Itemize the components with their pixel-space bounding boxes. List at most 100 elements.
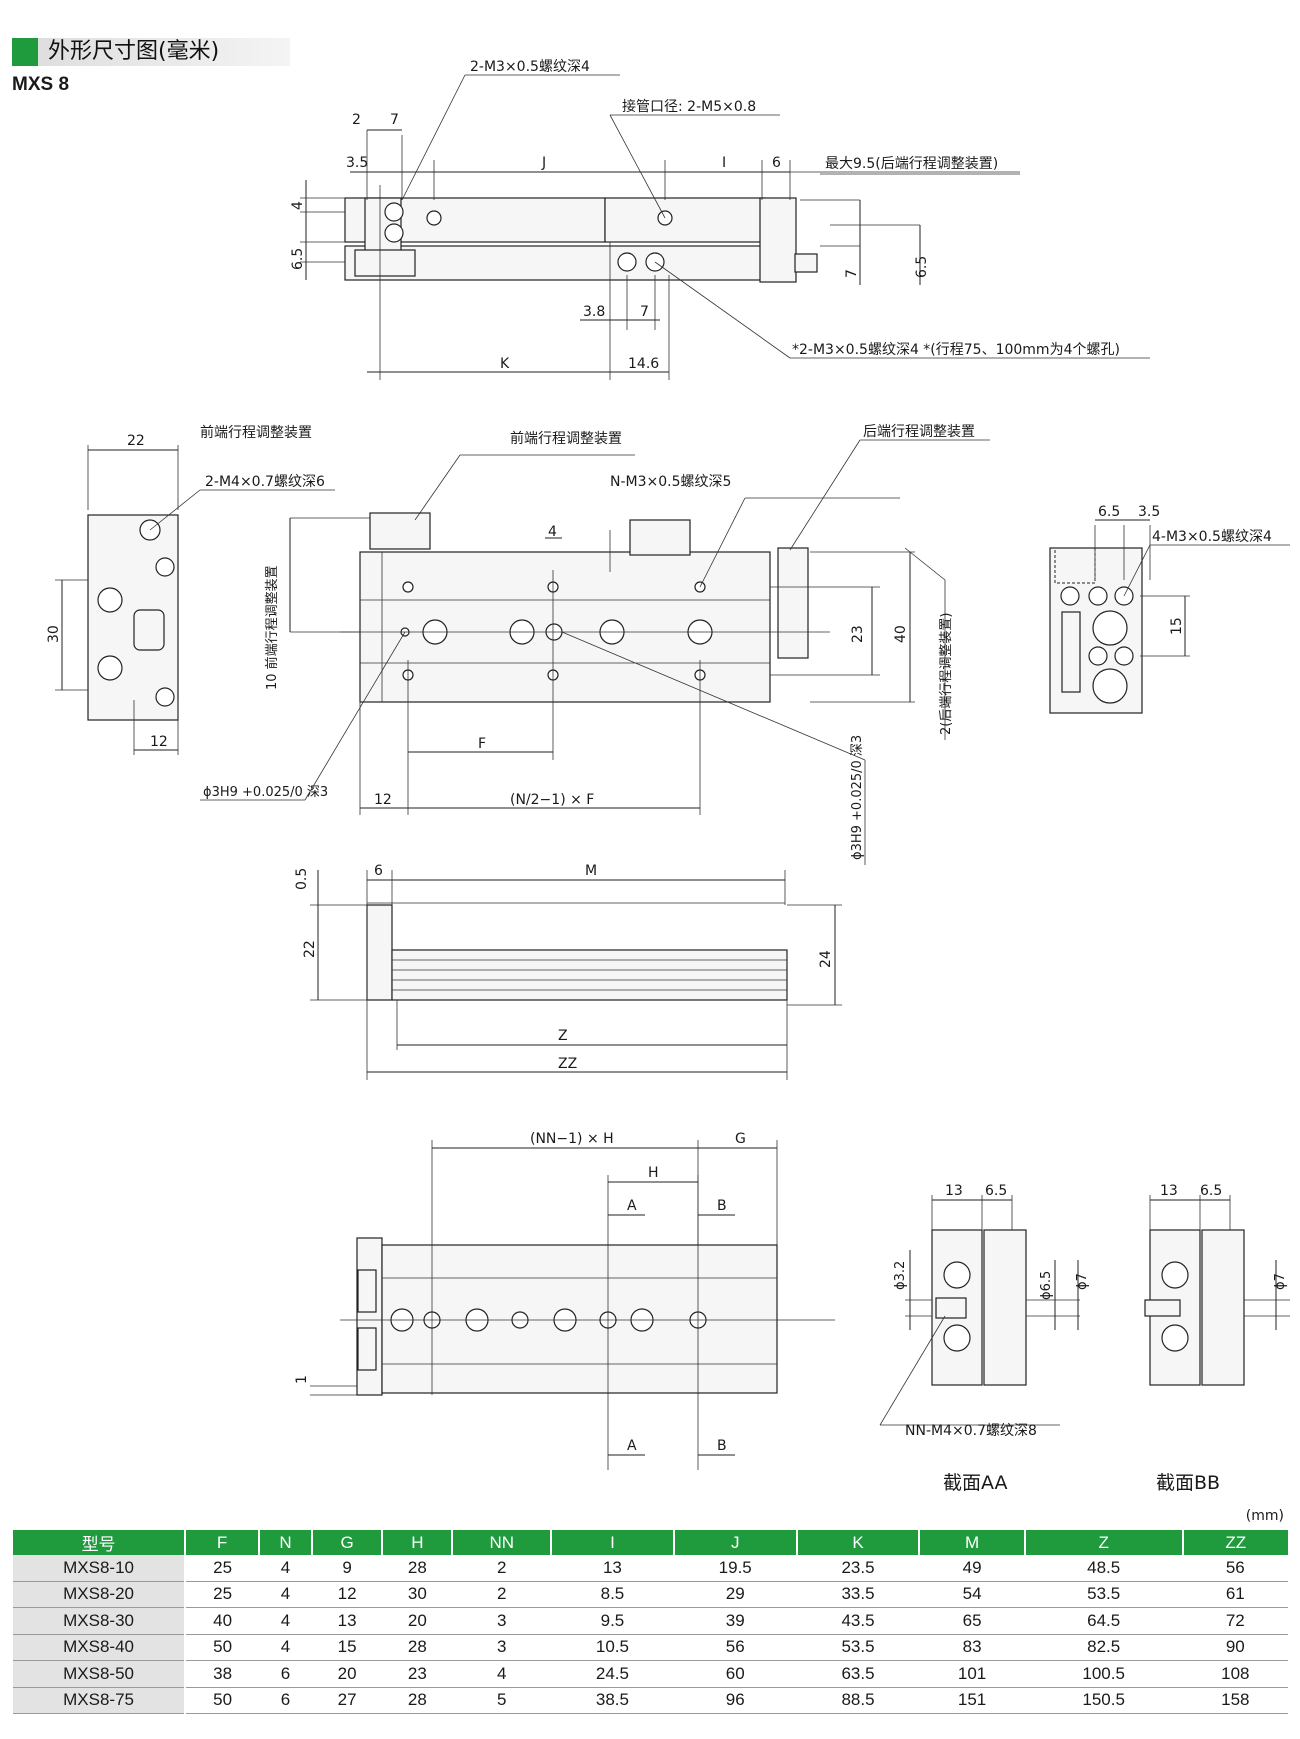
adjuster — [357, 1327, 377, 1371]
value-cell: 50 — [185, 1634, 260, 1661]
value-cell: 38 — [185, 1660, 260, 1688]
model-cell: MXS8-30 — [13, 1607, 187, 1635]
value-cell: 158 — [1182, 1687, 1288, 1714]
column-header: H — [382, 1530, 454, 1555]
dim-12-front: 12 — [374, 792, 392, 808]
callout-vertical-front: 10 前端行程调整装置 — [264, 565, 280, 690]
column-header: K — [796, 1530, 921, 1555]
value-cell: 56 — [1182, 1555, 1288, 1582]
dim-4: 4 — [290, 201, 306, 210]
value-cell: 53.5 — [796, 1634, 920, 1661]
top-bracket — [629, 519, 691, 556]
technical-drawing: 2-M3×0.5螺纹深4 接管口径: 2-M5×0.8 最大9.5(后端行程调整… — [46, 59, 1290, 1470]
value-cell: 10.5 — [551, 1634, 674, 1661]
tapped-hole — [1088, 646, 1108, 666]
section-mark-B-top: B — [717, 1198, 727, 1214]
value-cell: 101 — [919, 1660, 1025, 1688]
top-view-rear-block — [759, 197, 797, 283]
value-cell: 108 — [1182, 1660, 1288, 1688]
section-aa-rail — [983, 1229, 1027, 1386]
tapped-hole — [1088, 586, 1108, 606]
dim-13-aa: 13 — [945, 1183, 963, 1199]
dim-3-5: 3.5 — [346, 155, 368, 171]
dim-12-left: 12 — [150, 734, 168, 750]
tapped-hole — [402, 581, 414, 593]
dim-0-5: 0.5 — [294, 868, 310, 890]
tapped-section — [935, 1297, 967, 1319]
value-cell: 33.5 — [796, 1581, 920, 1608]
value-cell: 83 — [919, 1634, 1025, 1661]
dim-3-5-end: 3.5 — [1138, 504, 1160, 520]
value-cell: 9.5 — [551, 1607, 674, 1635]
callout-pin-hole-left: ϕ3H9 +0.025/0 深3 — [203, 785, 328, 800]
value-cell: 8.5 — [551, 1581, 674, 1608]
value-cell: 25 — [185, 1555, 260, 1582]
dim-H: H — [648, 1165, 659, 1181]
value-cell: 4 — [259, 1555, 313, 1582]
side-end-plate — [366, 904, 393, 1001]
value-cell: 54 — [919, 1581, 1025, 1608]
value-cell: 82.5 — [1024, 1634, 1183, 1661]
bore-hole — [97, 655, 123, 681]
callout-nn-tapped: NN-M4×0.7螺纹深8 — [905, 1423, 1037, 1439]
dim-M: M — [585, 863, 597, 879]
tapped-hole — [155, 557, 175, 577]
front-adjuster — [354, 249, 416, 277]
tapped-hole — [155, 687, 175, 707]
value-cell: 4 — [259, 1634, 313, 1661]
column-header: ZZ — [1182, 1530, 1288, 1555]
dim-Z: Z — [558, 1028, 568, 1044]
section-bb-rail — [1201, 1229, 1245, 1386]
dim-40: 40 — [893, 625, 909, 643]
dim-phi-7-bb: ϕ7 — [1273, 1273, 1288, 1290]
value-cell: 96 — [673, 1687, 797, 1714]
callout-front-adjust-b: 前端行程调整装置 — [510, 430, 622, 447]
callout-bottom-tapped: *2-M3×0.5螺纹深4 *(行程75、100mm为4个螺孔) — [792, 342, 1120, 358]
dim-6: 6 — [772, 155, 781, 171]
bore-hole — [943, 1324, 971, 1352]
bore-hole — [97, 587, 123, 613]
value-cell: 150.5 — [1024, 1687, 1183, 1714]
column-header: N — [259, 1530, 314, 1555]
value-cell: 4 — [259, 1581, 313, 1608]
dim-30: 30 — [46, 625, 62, 643]
value-cell: 61 — [1182, 1581, 1288, 1608]
dim-G: G — [735, 1131, 746, 1147]
section-bb-view: 13 6.5 ϕ7 — [1144, 1183, 1290, 1386]
value-cell: 13 — [551, 1555, 674, 1582]
dim-4-front: 4 — [548, 524, 557, 540]
dim-K: K — [500, 356, 510, 372]
dim-phi-6-5: ϕ6.5 — [1039, 1271, 1054, 1300]
callout-end-tapped: 4-M3×0.5螺纹深4 — [1152, 529, 1272, 545]
callout-n-tapped: N-M3×0.5螺纹深5 — [610, 474, 731, 490]
value-cell: 56 — [673, 1634, 797, 1661]
dim-14-6: 14.6 — [628, 356, 659, 372]
header-marker — [12, 38, 38, 66]
bore-hole — [943, 1261, 971, 1289]
dim-NN1H: (NN−1) × H — [530, 1131, 614, 1147]
adjuster-strip — [1061, 611, 1081, 693]
dim-F: F — [478, 736, 486, 752]
dim-1: 1 — [294, 1375, 310, 1384]
value-cell: 28 — [382, 1634, 453, 1661]
side-view: 0.5 6 M 22 24 Z ZZ — [294, 863, 842, 1080]
value-cell: 39 — [673, 1607, 797, 1635]
value-cell: 13 — [312, 1607, 383, 1635]
dim-23: 23 — [850, 625, 866, 643]
column-header: NN — [452, 1530, 553, 1555]
value-cell: 100.5 — [1024, 1660, 1183, 1688]
value-cell: 5 — [452, 1687, 552, 1714]
front-adjuster — [369, 512, 431, 550]
value-cell: 20 — [312, 1660, 383, 1688]
model-cell: MXS8-10 — [13, 1555, 187, 1582]
value-cell: 19.5 — [673, 1555, 797, 1582]
column-header: Z — [1024, 1530, 1184, 1555]
value-cell: 24.5 — [551, 1660, 674, 1688]
section-bb-label: 截面BB — [1156, 1472, 1221, 1494]
callout-front-adjust-a: 前端行程调整装置 — [200, 424, 312, 441]
section-aa-view: 13 6.5 ϕ3.2 ϕ6.5 ϕ7 NN-M4×0.7螺纹深8 — [879, 1183, 1090, 1439]
dim-phi-7-aa: ϕ7 — [1075, 1273, 1090, 1290]
